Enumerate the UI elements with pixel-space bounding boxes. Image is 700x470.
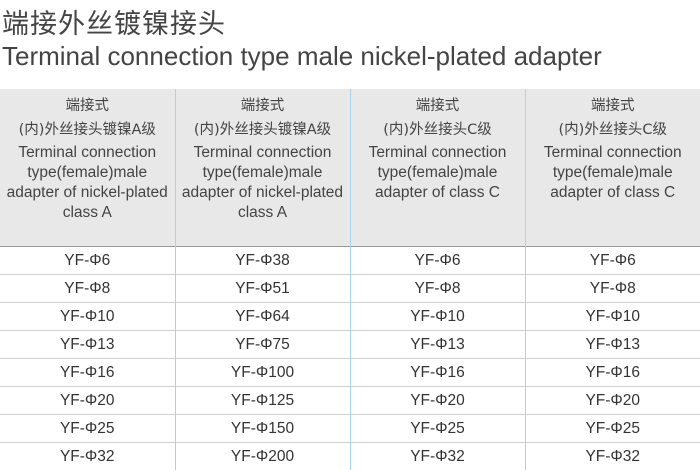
page-title-english: Terminal connection type male nickel-pla… — [2, 41, 602, 72]
page-title-chinese: 端接外丝镀镍接头 — [2, 2, 226, 41]
table-cell: YF-Φ6 — [525, 247, 700, 275]
table-cell: YF-Φ20 — [350, 387, 525, 415]
table-cell: YF-Φ64 — [175, 303, 350, 331]
table-cell: YF-Φ8 — [0, 275, 175, 303]
table-cell: YF-Φ25 — [350, 415, 525, 443]
header-en: Terminal connection type(female)male ada… — [178, 143, 348, 223]
table-cell: YF-Φ8 — [350, 275, 525, 303]
table-cell: YF-Φ13 — [0, 331, 175, 359]
header-cn-line2: (内)外丝接头镀镍A级 — [178, 119, 348, 141]
header-en: Terminal connection type(female)male ada… — [2, 143, 173, 223]
table-cell: YF-Φ51 — [175, 275, 350, 303]
table-cell: YF-Φ100 — [175, 359, 350, 387]
table-cell: YF-Φ16 — [350, 359, 525, 387]
table-cell: YF-Φ13 — [350, 331, 525, 359]
table-cell: YF-Φ150 — [175, 415, 350, 443]
table-cell: YF-Φ20 — [525, 387, 700, 415]
table-cell: YF-Φ38 — [175, 247, 350, 275]
table-cell: YF-Φ16 — [0, 359, 175, 387]
table-cell: YF-Φ8 — [525, 275, 700, 303]
header-cn-line1: 端接式 — [353, 95, 523, 117]
header-en: Terminal connection type(female)male ada… — [528, 143, 699, 203]
header-cn-line1: 端接式 — [178, 95, 348, 117]
header-en: Terminal connection type(female)male ada… — [353, 143, 523, 203]
header-cn-line1: 端接式 — [2, 95, 173, 117]
header-cn-line1: 端接式 — [528, 95, 699, 117]
table-cell: YF-Φ10 — [0, 303, 175, 331]
header-cn-line2: (内)外丝接头C级 — [528, 119, 699, 141]
table-cell: YF-Φ16 — [525, 359, 700, 387]
table-cell: YF-Φ6 — [0, 247, 175, 275]
header-cn-line2: (内)外丝接头镀镍A级 — [2, 119, 173, 141]
table-cell: YF-Φ125 — [175, 387, 350, 415]
table-cell: YF-Φ10 — [525, 303, 700, 331]
table-cell: YF-Φ6 — [350, 247, 525, 275]
table-cell: YF-Φ25 — [0, 415, 175, 443]
table-cell: YF-Φ13 — [525, 331, 700, 359]
table-cell: YF-Φ75 — [175, 331, 350, 359]
header-cn-line2: (内)外丝接头C级 — [353, 119, 523, 141]
table-cell: YF-Φ10 — [350, 303, 525, 331]
table-cell: YF-Φ20 — [0, 387, 175, 415]
table-cell: YF-Φ25 — [525, 415, 700, 443]
